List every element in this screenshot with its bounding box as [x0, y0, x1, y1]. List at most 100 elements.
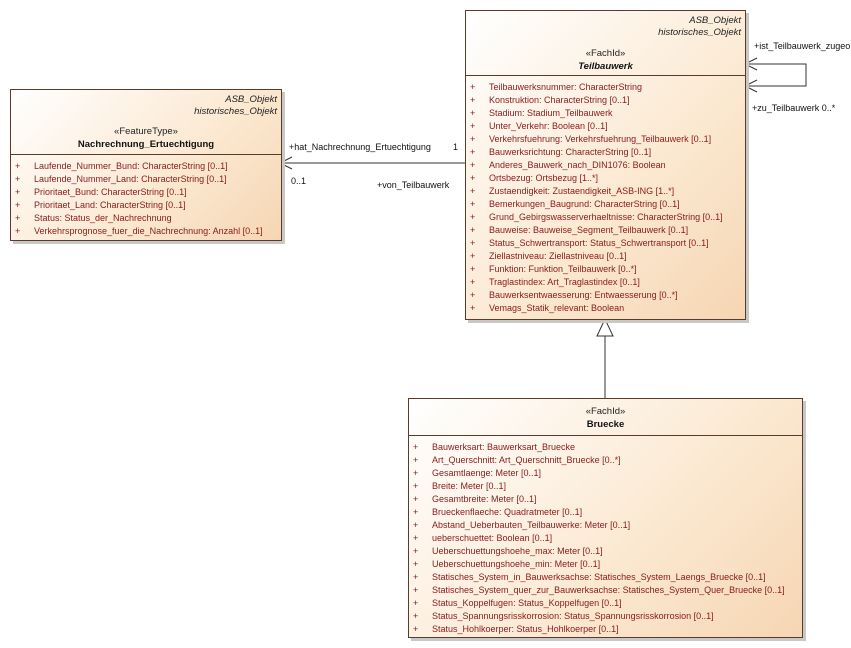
attribute-visibility: +: [413, 585, 419, 595]
class-attribute[interactable]: +Funktion: Funktion_Teilbauwerk [0..*]: [466, 263, 745, 276]
association-role-label: +hat_Nachrechnung_Ertuechtigung: [289, 142, 431, 152]
attribute-text: Bauwerksrichtung: CharacterString [0..1]: [489, 147, 652, 157]
attribute-list: +Bauwerksart: Bauwerksart_Bruecke+Art_Qu…: [409, 436, 802, 636]
attribute-text: Bauwerksentwaesserung: Entwaesserung [0.…: [489, 290, 678, 300]
class-attribute[interactable]: +Konstruktion: CharacterString [0..1]: [466, 94, 745, 107]
class-attribute[interactable]: + Status_Spannungsrisskorrosion: Status_S…: [409, 610, 802, 623]
attribute-visibility: +: [470, 147, 476, 157]
attribute-visibility: +: [470, 303, 476, 313]
attribute-visibility: +: [413, 572, 419, 582]
class-attribute[interactable]: + Stadium: Stadium_Teilbauwerk: [466, 107, 745, 120]
class-attribute[interactable]: + Gesamtbreite: Meter [0..1]: [409, 493, 802, 506]
class-attribute[interactable]: +Grund_Gebirgswasserverhaeltnisse: Chara…: [466, 211, 745, 224]
tagged-values: ASB_Objekt historisches_Objekt: [658, 15, 741, 39]
class-attribute[interactable]: +ueberschuettet: Boolean [0..1]: [409, 532, 802, 545]
self-association-role-label: +ist_Teilbauwerk_zugeo: [754, 41, 851, 51]
class-stereotype: «FachId»: [585, 48, 626, 59]
class-attribute[interactable]: +Bauweise: Bauweise_Segment_Teilbauwerk …: [466, 224, 745, 237]
attribute-text: Status_Spannungsrisskorrosion: Status_Sp…: [432, 611, 714, 621]
class-stereotype: «FachId»: [585, 406, 626, 417]
class-bruecke[interactable]: «FachId» Bruecke +Bauwerksart: Bauwerksa…: [408, 398, 803, 638]
class-attribute[interactable]: +Status_Hohlkoerper: Status_Hohlkoerper …: [409, 623, 802, 636]
self-association-role-label: +zu_Teilbauwerk 0..*: [752, 103, 836, 113]
attribute-text: Gesamtlaenge: Meter [0..1]: [432, 468, 542, 478]
attribute-text: Breite: Meter [0..1]: [432, 481, 507, 491]
attribute-visibility: +: [15, 213, 21, 223]
class-attribute[interactable]: +Prioritaet_Land: CharacterString [0..1]: [11, 199, 281, 212]
class-header: ASB_Objekt historisches_Objekt «FachId» …: [466, 11, 745, 76]
class-nachrechnung-ertuechtigung[interactable]: ASB_Objekt historisches_Objekt «FeatureT…: [10, 89, 282, 241]
attribute-text: Status: Status_der_Nachrechnung: [34, 213, 172, 223]
class-attribute[interactable]: +Teilbauwerksnummer: CharacterString: [466, 81, 745, 94]
class-attribute[interactable]: +Bemerkungen_Baugrund: CharacterString […: [466, 198, 745, 211]
class-attribute[interactable]: +Laufende_Nummer_Bund: CharacterString […: [11, 160, 281, 173]
attribute-visibility: +: [470, 238, 476, 248]
class-attribute[interactable]: + Zustaendigkeit: Zustaendigkeit_ASB-ING …: [466, 185, 745, 198]
tagged-value: historisches_Objekt: [194, 106, 277, 117]
attribute-text: Anderes_Bauwerk_nach_DIN1076: Boolean: [489, 160, 666, 170]
class-attribute[interactable]: +Abstand_Ueberbauten_Teilbauwerke: Meter…: [409, 519, 802, 532]
class-attribute[interactable]: +Bauwerksart: Bauwerksart_Bruecke: [409, 441, 802, 454]
attribute-visibility: +: [413, 598, 419, 608]
attribute-visibility: +: [470, 251, 476, 261]
class-attribute[interactable]: +Bauwerksentwaesserung: Entwaesserung [0…: [466, 289, 745, 302]
attribute-text: Art_Querschnitt: Art_Querschnitt_Bruecke…: [432, 455, 621, 465]
class-attribute[interactable]: +Breite: Meter [0..1]: [409, 480, 802, 493]
attribute-visibility: +: [470, 95, 476, 105]
class-attribute[interactable]: +Statisches_System_quer_zur_Bauwerksachs…: [409, 584, 802, 597]
attribute-text: Brueckenflaeche: Quadratmeter [0..1]: [432, 507, 583, 517]
attribute-text: ueberschuettet: Boolean [0..1]: [432, 533, 553, 543]
attribute-visibility: +: [470, 186, 476, 196]
class-attribute[interactable]: + Vemags_Statik_relevant: Boolean: [466, 302, 745, 315]
class-attribute[interactable]: +Anderes_Bauwerk_nach_DIN1076: Boolean: [466, 159, 745, 172]
class-attribute[interactable]: +Traglastindex: Art_Traglastindex [0..1]: [466, 276, 745, 289]
attribute-visibility: +: [413, 507, 419, 517]
class-attribute[interactable]: +Ortsbezug: Ortsbezug [1..*]: [466, 172, 745, 185]
attribute-visibility: +: [413, 442, 419, 452]
attribute-text: Status_Schwertransport: Status_Schwertra…: [489, 238, 709, 248]
attribute-visibility: +: [413, 611, 419, 621]
class-teilbauwerk[interactable]: ASB_Objekt historisches_Objekt «FachId» …: [465, 10, 746, 320]
class-attribute[interactable]: + Brueckenflaeche: Quadratmeter [0..1]: [409, 506, 802, 519]
class-attribute[interactable]: + Status: Status_der_Nachrechnung: [11, 212, 281, 225]
attribute-visibility: +: [470, 212, 476, 222]
class-attribute[interactable]: +Unter_Verkehr: Boolean [0..1]: [466, 120, 745, 133]
attribute-text: Stadium: Stadium_Teilbauwerk: [489, 108, 613, 118]
class-attribute[interactable]: +Verkehrsfuehrung: Verkehrsfuehrung_Teil…: [466, 133, 745, 146]
class-attribute[interactable]: + Bauwerksrichtung: CharacterString [0..1…: [466, 146, 745, 159]
class-attribute[interactable]: + Statisches_System_in_Bauwerksachse: Sta…: [409, 571, 802, 584]
class-stereotype: «FeatureType»: [114, 126, 178, 137]
attribute-list: + Laufende_Nummer_Bund: CharacterString […: [11, 155, 281, 238]
class-attribute[interactable]: +Ueberschuettungshoehe_max: Meter [0..1]: [409, 545, 802, 558]
attribute-text: Gesamtbreite: Meter [0..1]: [432, 494, 537, 504]
class-attribute[interactable]: + Gesamtlaenge: Meter [0..1]: [409, 467, 802, 480]
tagged-values: ASB_Objekt historisches_Objekt: [194, 94, 277, 118]
generalization-arrowhead: [596, 317, 614, 337]
self-association-line[interactable]: [745, 63, 807, 87]
class-attribute[interactable]: + Status_Koppelfugen: Status_Koppelfugen …: [409, 597, 802, 610]
class-header: «FachId» Bruecke: [409, 399, 802, 436]
attribute-visibility: +: [413, 468, 419, 478]
attribute-text: Laufende_Nummer_Bund: CharacterString [0…: [34, 161, 228, 171]
attribute-text: Statisches_System_in_Bauwerksachse: Stat…: [432, 572, 766, 582]
attribute-text: Vemags_Statik_relevant: Boolean: [489, 303, 625, 313]
attribute-visibility: +: [15, 187, 21, 197]
attribute-text: Ortsbezug: Ortsbezug [1..*]: [489, 173, 599, 183]
attribute-text: Traglastindex: Art_Traglastindex [0..1]: [489, 277, 640, 287]
class-attribute[interactable]: +Verkehrsprognose_fuer_die_Nachrechnung:…: [11, 225, 281, 238]
attribute-text: Status_Koppelfugen: Status_Koppelfugen […: [432, 598, 622, 608]
attribute-visibility: +: [470, 108, 476, 118]
class-attribute[interactable]: +Ziellastniveau: Ziellastniveau [0..1]: [466, 250, 745, 263]
attribute-visibility: +: [413, 520, 419, 530]
attribute-text: Zustaendigkeit: Zustaendigkeit_ASB-ING […: [489, 186, 675, 196]
attribute-text: Prioritaet_Land: CharacterString [0..1]: [34, 200, 186, 210]
class-header: ASB_Objekt historisches_Objekt «FeatureT…: [11, 90, 281, 155]
class-attribute[interactable]: +Laufende_Nummer_Land: CharacterString […: [11, 173, 281, 186]
class-attribute[interactable]: +Prioritaet_Bund: CharacterString [0..1]: [11, 186, 281, 199]
class-attribute[interactable]: +Art_Querschnitt: Art_Querschnitt_Brueck…: [409, 454, 802, 467]
class-attribute[interactable]: +Ueberschuettungshoehe_min: Meter [0..1]: [409, 558, 802, 571]
class-attribute[interactable]: + Status_Schwertransport: Status_Schwertr…: [466, 237, 745, 250]
class-name: Nachrechnung_Ertuechtigung: [77, 139, 215, 150]
attribute-visibility: +: [470, 225, 476, 235]
attribute-visibility: +: [413, 494, 419, 504]
